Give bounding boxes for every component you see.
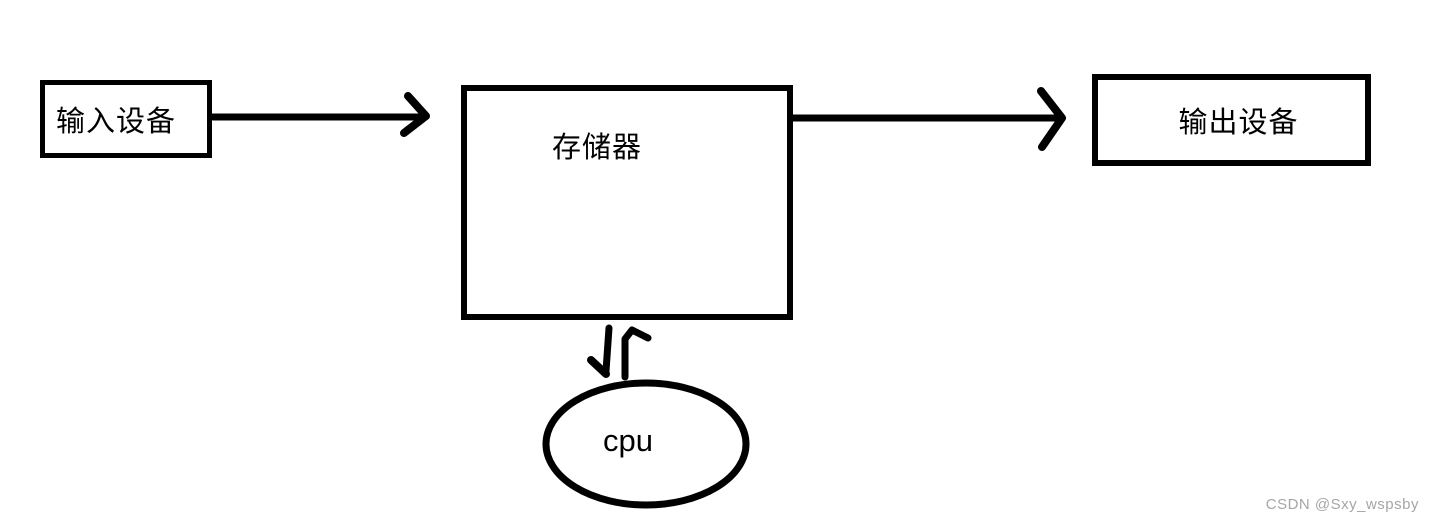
memory-label: 存储器 bbox=[552, 132, 643, 164]
double-arrow-memory-cpu bbox=[587, 324, 652, 381]
output-device-box: 输出设备 bbox=[1092, 74, 1371, 166]
watermark-text: CSDN @Sxy_wspsby bbox=[1265, 496, 1419, 513]
arrow-input-to-memory bbox=[209, 92, 430, 137]
input-device-box: 输入设备 bbox=[40, 80, 212, 158]
output-device-label: 输出设备 bbox=[1178, 107, 1299, 139]
memory-box: 存储器 bbox=[461, 85, 793, 320]
arrow-memory-to-output bbox=[789, 87, 1066, 151]
input-device-label: 输入设备 bbox=[56, 106, 177, 138]
cpu-label: cpu bbox=[603, 423, 653, 458]
